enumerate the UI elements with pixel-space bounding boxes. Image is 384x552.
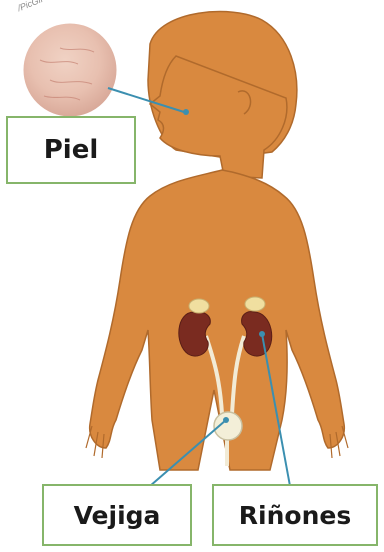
child-silhouette [86, 12, 348, 470]
label-piel-text: Piel [44, 135, 99, 165]
left-kidney [179, 312, 210, 356]
magnifier-circle-icon [22, 22, 118, 118]
right-adrenal-gland [245, 297, 265, 311]
label-vejiga: Vejiga [42, 484, 192, 546]
bladder-callout-point [223, 417, 229, 423]
left-adrenal-gland [189, 299, 209, 313]
label-rinones: Riñones [212, 484, 378, 546]
label-rinones-text: Riñones [239, 501, 351, 530]
skin-callout-point [183, 109, 189, 115]
label-vejiga-text: Vejiga [74, 501, 161, 530]
label-piel: Piel [6, 116, 136, 184]
kidney-callout-point [259, 331, 265, 337]
